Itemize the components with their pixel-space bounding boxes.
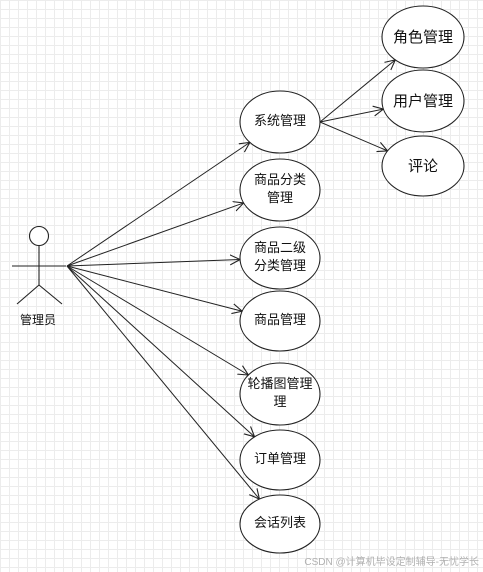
use-case-role-label: 角色管理 [392, 27, 453, 46]
association-lines [66, 60, 395, 499]
actor-figure [12, 225, 66, 305]
use-case-subcategory-label: 商品二级 分类管理 [253, 241, 306, 274]
use-case-carousel-ellipse [239, 362, 321, 426]
use-case-product-ellipse [239, 290, 321, 352]
association-comment [319, 121, 388, 151]
actor-left-leg [16, 284, 40, 305]
association-carousel [66, 265, 248, 375]
use-case-ellipses [239, 5, 465, 554]
actor-head [28, 225, 50, 247]
association-system [66, 142, 250, 267]
association-session [66, 265, 259, 499]
association-product [66, 265, 242, 311]
actor-right-leg [38, 284, 63, 305]
association-subcategory [66, 260, 240, 267]
use-case-session-label: 会话列表 [253, 516, 306, 532]
use-case-role-ellipse [381, 5, 465, 69]
use-case-comment-label: 评论 [407, 156, 438, 175]
use-case-system-ellipse [239, 90, 321, 154]
use-case-order-ellipse [239, 429, 321, 491]
use-case-category-ellipse [239, 158, 321, 222]
association-user [319, 109, 383, 123]
use-case-subcategory-ellipse [239, 226, 321, 290]
use-case-category-label: 商品分类 管理 [253, 173, 306, 206]
association-order [66, 265, 255, 437]
actor-label: 管理员 [20, 313, 57, 327]
use-case-product-label: 商品管理 [253, 313, 306, 329]
use-case-comment-ellipse [381, 135, 465, 197]
use-case-carousel-label: 轮播图管理 理 [247, 377, 313, 410]
use-case-session-ellipse [239, 494, 321, 554]
use-case-user-label: 用户管理 [392, 91, 453, 110]
use-case-system-label: 系统管理 [253, 114, 306, 130]
watermark: CSDN @计算机毕设定制辅导-无忧学长 [304, 557, 479, 568]
association-category [66, 203, 244, 267]
association-role [319, 60, 395, 123]
use-case-order-label: 订单管理 [253, 452, 306, 468]
use-case-user-ellipse [381, 69, 465, 133]
